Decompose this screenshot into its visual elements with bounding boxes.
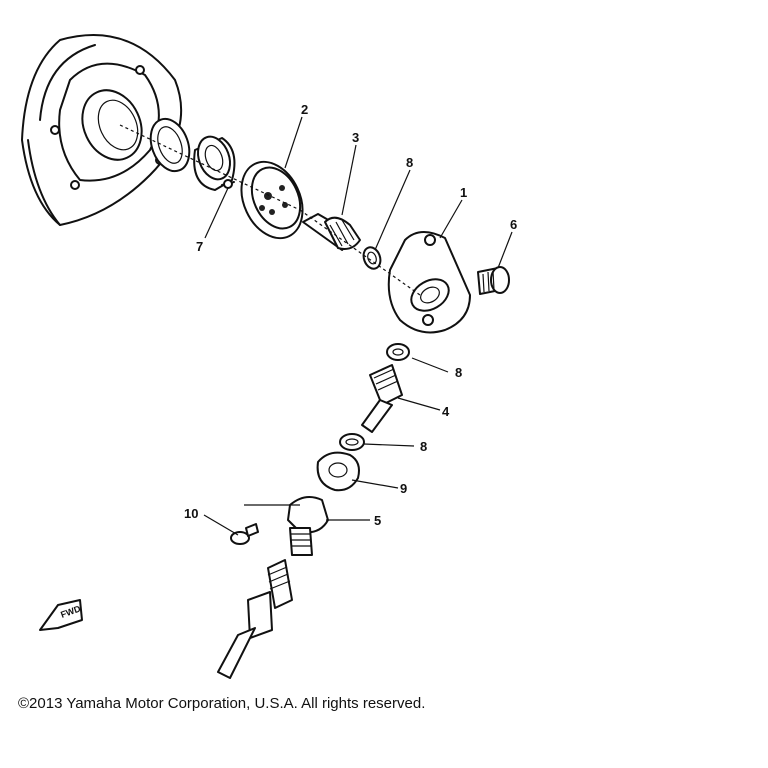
leader-lines [203,116,513,536]
washer-8-top [362,246,382,270]
hub-plate [21,34,183,226]
callout-3: 3 [352,130,359,145]
callout-10: 10 [184,506,198,521]
seal-ring [149,117,191,173]
gasket-9 [316,451,360,492]
bearing [193,135,236,191]
speedometer-cable [217,559,293,679]
callout-2: 2 [301,102,308,117]
drive-gear-2 [240,160,304,240]
bolt-6 [477,266,510,295]
callout-8-top: 8 [406,155,413,170]
gear-housing-1 [387,231,471,334]
worm-gear-3 [302,213,361,251]
cable-fitting-5 [287,495,329,556]
callout-4: 4 [442,404,450,419]
callout-8-low: 8 [420,439,427,454]
screw-10 [230,523,259,545]
fwd-arrow-icon: FWD [39,599,83,631]
callout-5: 5 [374,513,381,528]
callout-6: 6 [510,217,517,232]
callout-8-mid: 8 [455,365,462,380]
copyright-notice: ©2013 Yamaha Motor Corporation, U.S.A. A… [18,695,426,712]
callout-1: 1 [460,185,467,200]
callout-7: 7 [196,239,203,254]
callout-9: 9 [400,481,407,496]
washer-8-mid [386,343,410,361]
driven-gear-4 [361,364,403,433]
washer-8-low [339,433,365,451]
